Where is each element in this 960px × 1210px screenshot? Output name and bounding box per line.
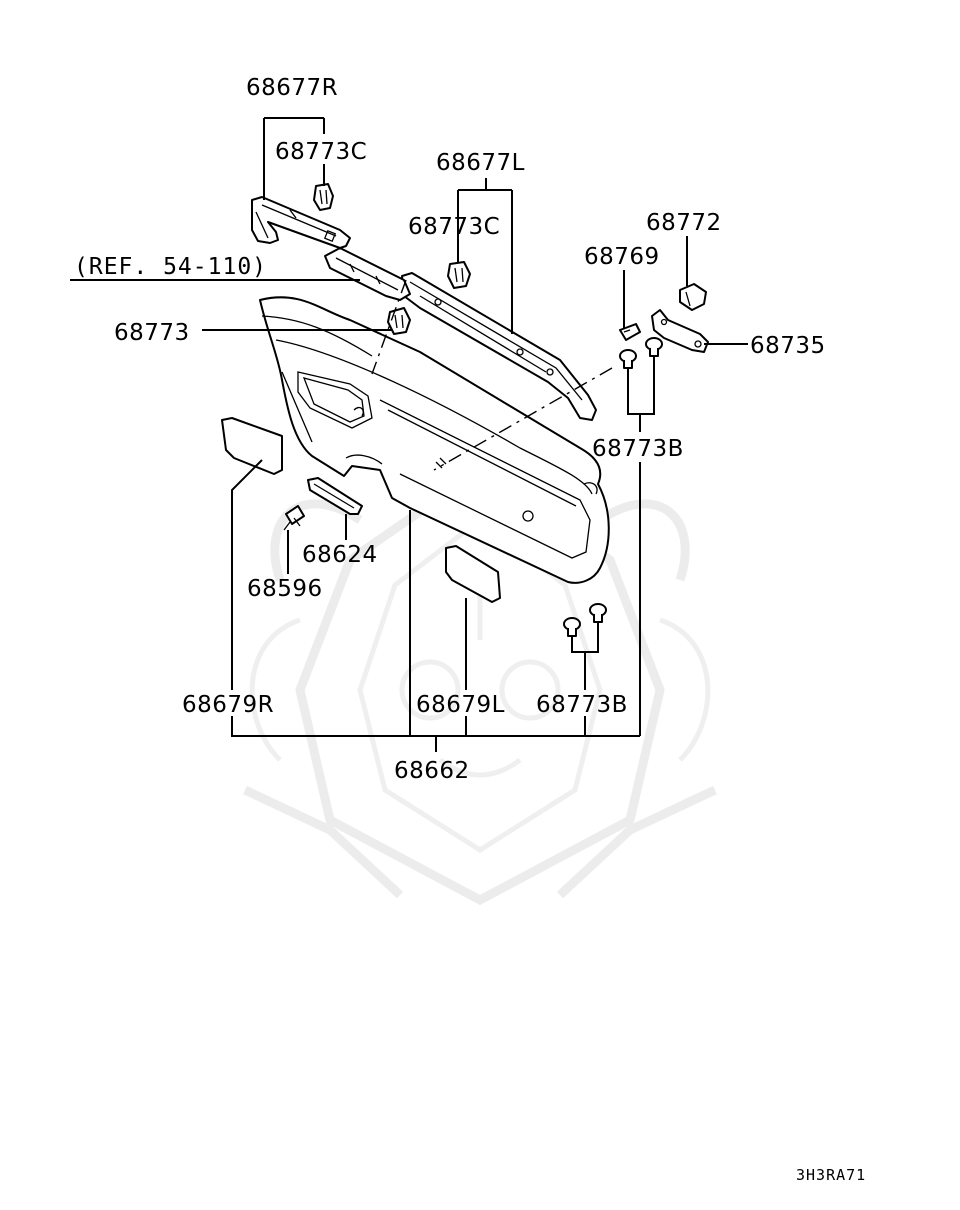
label-68677R: 68677R bbox=[246, 75, 338, 101]
part-labels: 68677R 68773C 68677L 68773C 68772 68769 … bbox=[74, 75, 826, 784]
reference-lines bbox=[371, 279, 613, 471]
handle-68624 bbox=[307, 477, 363, 515]
label-68772: 68772 bbox=[646, 210, 722, 236]
clip-68773 bbox=[387, 307, 411, 335]
garnish-68677R bbox=[251, 196, 351, 249]
screw-68596 bbox=[283, 505, 305, 531]
screw-68769 bbox=[619, 323, 641, 341]
pad-68679L bbox=[445, 545, 501, 603]
label-68596: 68596 bbox=[247, 576, 323, 602]
label-68773C-right: 68773C bbox=[275, 139, 367, 165]
label-68773B-bottom: 68773B bbox=[536, 692, 628, 718]
leader-lines bbox=[70, 117, 748, 752]
garnish-68677L bbox=[401, 272, 597, 421]
watermark-emblem bbox=[243, 464, 717, 906]
center-bracket bbox=[324, 247, 411, 301]
clip-68773C-left bbox=[447, 261, 471, 289]
label-68773: 68773 bbox=[114, 320, 190, 346]
pad-68679R bbox=[221, 417, 283, 475]
label-68769: 68769 bbox=[584, 244, 660, 270]
label-68735: 68735 bbox=[750, 333, 826, 359]
clips-68773B-upper bbox=[619, 337, 663, 369]
label-68679L: 68679L bbox=[416, 692, 505, 718]
clip-68773C-right bbox=[313, 183, 334, 211]
nut-68772 bbox=[679, 283, 707, 311]
label-68773C-left: 68773C bbox=[408, 214, 500, 240]
label-68677L: 68677L bbox=[436, 150, 525, 176]
drawing-code: 3H3RA71 bbox=[796, 1166, 866, 1184]
label-68773B-top: 68773B bbox=[592, 436, 684, 462]
label-68624: 68624 bbox=[302, 542, 378, 568]
trim-panel-68662 bbox=[259, 296, 610, 584]
label-68679R: 68679R bbox=[182, 692, 274, 718]
bracket-68735 bbox=[651, 309, 709, 353]
label-ref-54-110: (REF. 54-110) bbox=[74, 254, 267, 280]
label-68662: 68662 bbox=[394, 758, 470, 784]
